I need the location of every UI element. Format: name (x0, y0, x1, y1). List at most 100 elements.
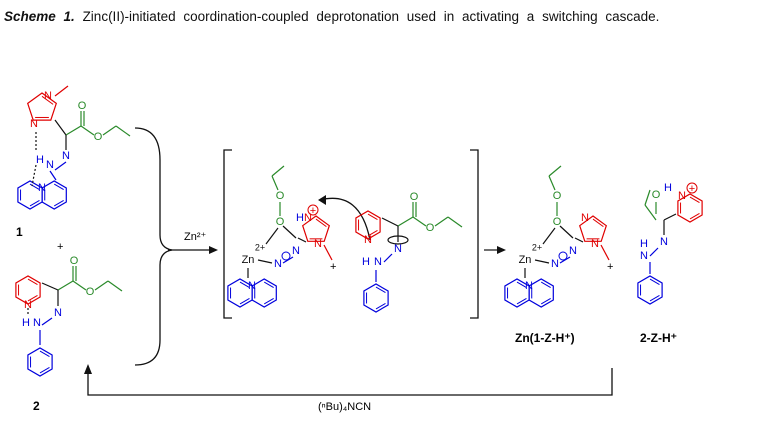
ethyl-bond (94, 280, 109, 291)
reverse-reagent-label: (ⁿBu)₄NCN (318, 401, 371, 413)
nitrogen-atom: N (569, 245, 577, 257)
compound-2-label: 2 (33, 399, 40, 413)
ethyl-bond (271, 175, 279, 191)
nitrogen-atom: N (551, 258, 559, 270)
right-bracket (470, 149, 479, 319)
ester-bond (80, 125, 95, 136)
nitrogen-atom: N (30, 118, 38, 130)
oxygen-atom: O (553, 190, 562, 202)
caption-text: Zinc(II)-initiated coordination-coupled … (82, 9, 660, 24)
nitrogen-atom: N (46, 159, 54, 171)
arrowhead (84, 364, 92, 374)
pyridine-ring-double-bond (689, 196, 700, 203)
plus-sign: + (330, 261, 336, 273)
zinc-reagent-label: Zn²⁺ (184, 231, 207, 243)
hydrogen-atom: H (22, 317, 30, 329)
ethyl-bond (271, 165, 285, 177)
left-bracket (223, 149, 232, 319)
nitrogen-atom: N (394, 243, 402, 255)
pyridine-ring-double-bond (27, 295, 38, 302)
zinc-atom: Zn (242, 254, 255, 266)
bond (649, 247, 659, 257)
imidazole-ring (26, 92, 58, 121)
imidazole-ring (578, 215, 608, 242)
methyl-bond (54, 85, 69, 97)
ethyl-bond (644, 189, 651, 206)
negative-charge-circle (281, 251, 291, 261)
hydrogen-atom: H (36, 154, 44, 166)
curved-arrow (319, 197, 371, 241)
nitrogen-atom: N (640, 250, 648, 262)
bond (54, 119, 67, 136)
quinoline-ring-double-bond (516, 298, 527, 305)
coordination-bond (542, 227, 556, 245)
bond (383, 253, 393, 263)
nitrogen-atom: N (314, 238, 322, 250)
caption-label: Scheme 1. (4, 9, 75, 24)
ester-bond (397, 216, 414, 227)
oxygen-atom: O (70, 255, 79, 267)
positive-charge: + (689, 183, 695, 195)
nitrogen-atom: N (248, 280, 256, 292)
ester-bond (644, 204, 657, 221)
coordination-bond (265, 227, 279, 245)
product-2-label: 2-Z-H⁺ (640, 331, 677, 345)
pyridine-ring-double-bond (367, 230, 378, 237)
oxygen-atom: O (78, 100, 87, 112)
ethyl-bond (447, 216, 463, 228)
ethyl-bond (102, 125, 117, 136)
oxygen-atom: O (410, 191, 419, 203)
phenyl-ring (363, 283, 389, 313)
zinc-charge: 2+ (255, 242, 265, 252)
nitrogen-atom: N (24, 299, 32, 311)
quinoline-ring-double-bond (53, 200, 64, 207)
ethyl-bond (548, 175, 556, 191)
brace (134, 127, 173, 366)
bond (297, 237, 307, 243)
imidazole-ring-double-bond (592, 218, 604, 228)
phenyl-ring-double-bond (375, 303, 386, 310)
scheme-caption: Scheme 1. Zinc(II)-initiated coordinatio… (4, 8, 734, 25)
nitrogen-atom: N (591, 238, 599, 250)
rotation-arrow (387, 235, 409, 245)
phenyl-ring-double-bond (649, 295, 660, 302)
nitrogen-atom: N (525, 280, 533, 292)
bond (54, 161, 67, 171)
pyridine-ring (15, 275, 41, 305)
phenyl-ring (637, 275, 663, 305)
quinoline-ring-double-bond (263, 281, 274, 288)
oxygen-atom: O (86, 286, 95, 298)
oxygen-atom: O (276, 190, 285, 202)
bond (41, 317, 53, 326)
ethyl-bond (107, 280, 123, 292)
nitrogen-atom: N (660, 236, 668, 248)
nitrogen-atom: N (62, 150, 70, 162)
coordination-bond (257, 259, 273, 264)
pyridine-ring (677, 193, 703, 223)
nitrogen-atom: N (274, 258, 282, 270)
oxygen-atom: O (426, 222, 435, 234)
negative-charge-circle (558, 251, 568, 261)
nitrogen-atom: N (44, 90, 52, 102)
quinoline-ring-double-bond (239, 281, 250, 288)
bond (41, 282, 59, 291)
plus-sign: + (607, 261, 613, 273)
ester-bond (57, 280, 74, 291)
quinoline-ring-double-bond (540, 281, 551, 288)
product-complex-label: Zn(1-Z-H⁺) (515, 331, 575, 345)
oxygen-atom: O (94, 131, 103, 143)
ester-bond (65, 125, 82, 136)
ester-bond (412, 216, 427, 227)
phenyl-ring-double-bond (39, 350, 50, 357)
pyridine-ring-double-bond (689, 213, 700, 220)
imidazole-ring (301, 215, 331, 242)
ethyl-bond (115, 125, 131, 137)
quinoline-ring-double-bond (29, 183, 40, 190)
quinoline-ring-double-bond (53, 183, 64, 190)
phenyl-ring (27, 347, 53, 377)
pyridine-ring-double-bond (367, 213, 378, 220)
hydrogen-atom: H (296, 212, 304, 224)
nitrogen-atom: N (292, 245, 300, 257)
